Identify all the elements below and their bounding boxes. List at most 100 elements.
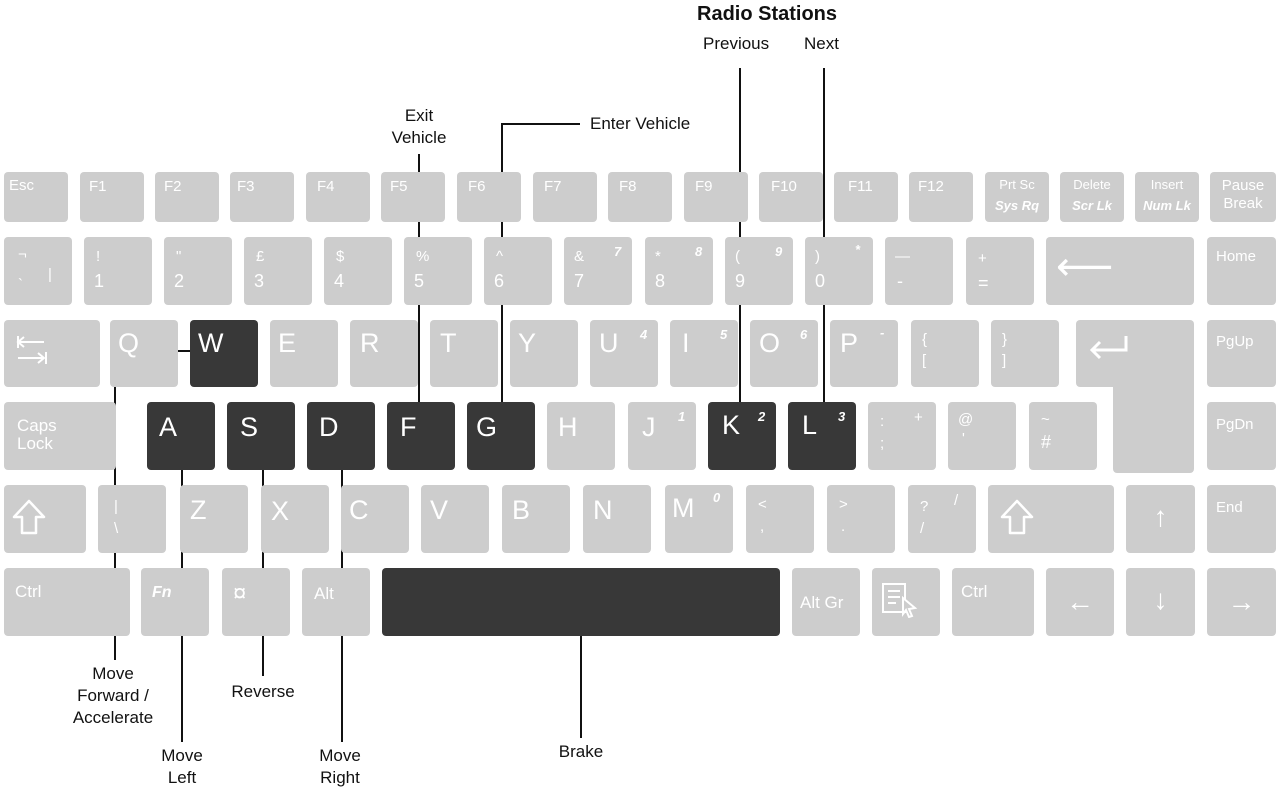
key-minus[interactable]: —-: [885, 237, 953, 305]
key-v[interactable]: V: [421, 485, 489, 553]
key-c[interactable]: C: [341, 485, 409, 553]
key-f2[interactable]: F2: [155, 172, 219, 222]
key-slash[interactable]: ?/ /: [908, 485, 976, 553]
key-left-ctrl[interactable]: Ctrl: [4, 568, 130, 636]
key-f7[interactable]: F7: [533, 172, 597, 222]
previous-caption: Previous: [703, 34, 770, 53]
arrow-up-icon: ↑: [1153, 501, 1168, 532]
key-enter[interactable]: [1076, 320, 1194, 387]
key-right-bracket[interactable]: }]: [991, 320, 1059, 387]
key-alt-gr[interactable]: Alt Gr: [792, 568, 860, 636]
key-f1[interactable]: F1: [80, 172, 144, 222]
key-f4[interactable]: F4: [306, 172, 370, 222]
tab-icon: [16, 336, 47, 364]
key-w[interactable]: W: [190, 320, 258, 387]
key-f8[interactable]: F8: [608, 172, 672, 222]
key-pause[interactable]: Pause Break: [1210, 172, 1276, 222]
key-0[interactable]: )0 *: [805, 237, 873, 305]
key-q[interactable]: Q: [110, 320, 178, 387]
key-windows[interactable]: ¤: [222, 568, 290, 636]
key-b[interactable]: B: [502, 485, 570, 553]
key-f11[interactable]: F11: [834, 172, 898, 222]
key-z[interactable]: Z: [180, 485, 248, 553]
key-right-ctrl[interactable]: Ctrl: [952, 568, 1034, 636]
key-equals[interactable]: +=: [966, 237, 1034, 305]
key-esc[interactable]: Esc: [4, 172, 68, 222]
key-menu[interactable]: [872, 568, 940, 636]
key-pgdn[interactable]: PgDn: [1207, 402, 1276, 470]
brake-caption: Brake: [558, 742, 604, 761]
key-2[interactable]: "2: [164, 237, 232, 305]
key-grave[interactable]: ¬ ` |: [4, 237, 72, 305]
key-n[interactable]: N: [583, 485, 651, 553]
key-e[interactable]: E: [270, 320, 338, 387]
key-arrow-up[interactable]: ↑: [1126, 485, 1195, 553]
key-h[interactable]: H: [547, 402, 615, 470]
key-6[interactable]: ^6: [484, 237, 552, 305]
key-f10[interactable]: F10: [759, 172, 823, 222]
key-caps-lock[interactable]: Caps Lock: [4, 402, 116, 470]
key-f5[interactable]: F5: [381, 172, 445, 222]
key-3[interactable]: £3: [244, 237, 312, 305]
key-left-shift[interactable]: [4, 485, 86, 553]
key-semicolon[interactable]: :; +: [868, 402, 936, 470]
key-r[interactable]: R: [350, 320, 418, 387]
key-f12[interactable]: F12: [909, 172, 973, 222]
key-5[interactable]: %5: [404, 237, 472, 305]
key-4[interactable]: $4: [324, 237, 392, 305]
key-home[interactable]: Home: [1207, 237, 1276, 305]
enter-vehicle-caption: Enter Vehicle: [590, 114, 691, 133]
key-left-bracket[interactable]: {[: [911, 320, 979, 387]
key-arrow-down[interactable]: ↓: [1126, 568, 1195, 636]
key-backslash[interactable]: |\: [98, 485, 166, 553]
key-a[interactable]: A: [147, 402, 215, 470]
key-space[interactable]: [382, 568, 780, 636]
enter-arrow-icon: [1089, 336, 1128, 360]
windows-icon: ¤: [233, 580, 247, 607]
shift-icon: [1000, 499, 1034, 535]
key-arrow-right[interactable]: →: [1207, 568, 1276, 636]
key-s[interactable]: S: [227, 402, 295, 470]
key-insert[interactable]: Insert Num Lk: [1135, 172, 1199, 222]
key-f3[interactable]: F3: [230, 172, 294, 222]
key-pgup[interactable]: PgUp: [1207, 320, 1276, 387]
key-f9[interactable]: F9: [684, 172, 748, 222]
key-y[interactable]: Y: [510, 320, 578, 387]
key-f6[interactable]: F6: [457, 172, 521, 222]
key-print-screen[interactable]: Prt Sc Sys Rq: [985, 172, 1049, 222]
key-t[interactable]: T: [430, 320, 498, 387]
arrow-left-icon: ←: [1066, 586, 1094, 617]
key-right-shift[interactable]: [988, 485, 1114, 553]
key-x[interactable]: X: [261, 485, 329, 553]
key-tab[interactable]: [4, 320, 100, 387]
key-9[interactable]: (9 9: [725, 237, 793, 305]
key-f[interactable]: F: [387, 402, 455, 470]
key-period[interactable]: >.: [827, 485, 895, 553]
key-p[interactable]: P-: [830, 320, 898, 387]
key-backspace[interactable]: ⟵: [1046, 237, 1194, 305]
key-comma[interactable]: <,: [746, 485, 814, 553]
key-7[interactable]: &7 7: [564, 237, 632, 305]
key-1[interactable]: !1: [84, 237, 152, 305]
key-fn[interactable]: Fn: [141, 568, 209, 636]
key-apostrophe[interactable]: @': [948, 402, 1016, 470]
key-arrow-left[interactable]: ←: [1046, 568, 1114, 636]
key-8[interactable]: *8 8: [645, 237, 713, 305]
key-d[interactable]: D: [307, 402, 375, 470]
key-enter-lower[interactable]: [1113, 380, 1194, 473]
key-end[interactable]: End: [1207, 485, 1276, 553]
key-g[interactable]: G: [467, 402, 535, 470]
key-hash[interactable]: ~#: [1029, 402, 1097, 470]
key-alt[interactable]: Alt: [302, 568, 370, 636]
key-delete[interactable]: Delete Scr Lk: [1060, 172, 1124, 222]
